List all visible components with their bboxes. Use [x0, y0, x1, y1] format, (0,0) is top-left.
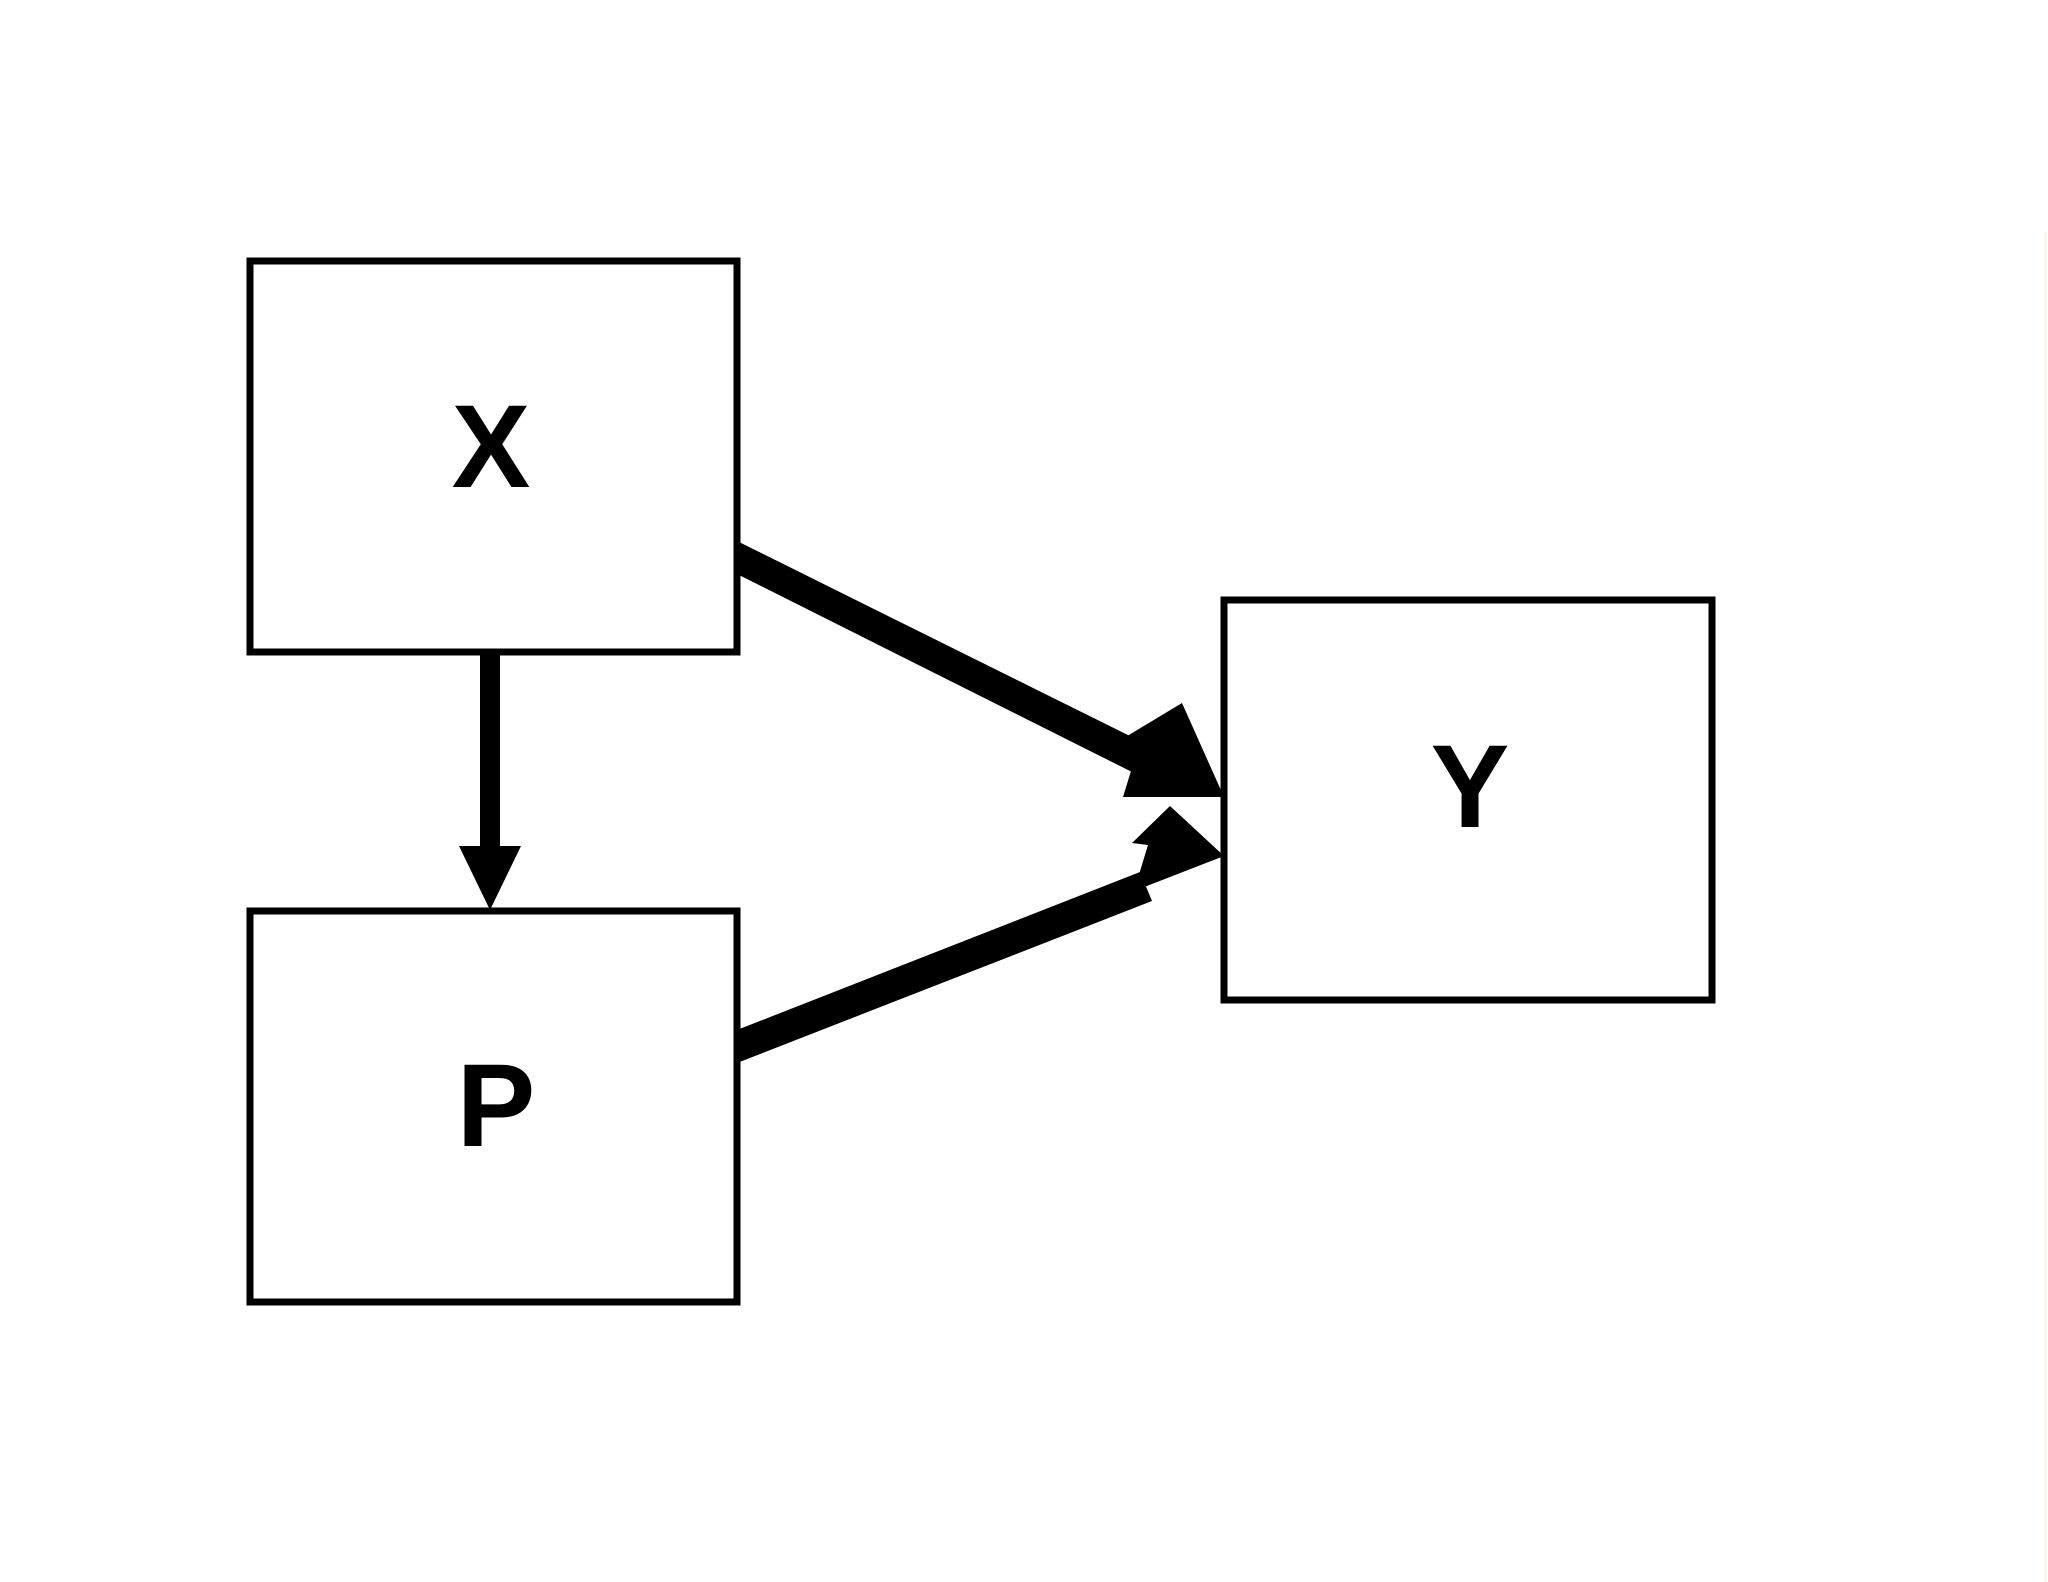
- node-p-label: P: [457, 1040, 536, 1172]
- node-y-label: Y: [1431, 721, 1510, 853]
- edge-x-to-p: [459, 652, 521, 910]
- node-p[interactable]: P: [246, 907, 741, 1306]
- edge-x-to-y: [735, 540, 1224, 797]
- edge-x-to-y-shaft: [735, 540, 1156, 777]
- node-y[interactable]: Y: [1220, 596, 1716, 1004]
- node-p-box[interactable]: [246, 907, 741, 1306]
- node-y-box[interactable]: [1220, 596, 1716, 1004]
- right-margin-artifact: [2044, 232, 2047, 1582]
- edge-p-to-y-arrowhead: [1132, 806, 1224, 891]
- node-x[interactable]: X: [246, 257, 741, 656]
- edge-p-to-y-shaft: [737, 872, 1152, 1063]
- edge-p-to-y: [737, 806, 1224, 1063]
- edge-x-to-y-arrowhead: [1123, 703, 1224, 797]
- node-x-box[interactable]: [246, 257, 741, 656]
- node-x-label: X: [452, 381, 531, 513]
- edge-x-to-p-arrowhead: [459, 846, 521, 910]
- edge-x-to-p-shaft: [480, 652, 500, 848]
